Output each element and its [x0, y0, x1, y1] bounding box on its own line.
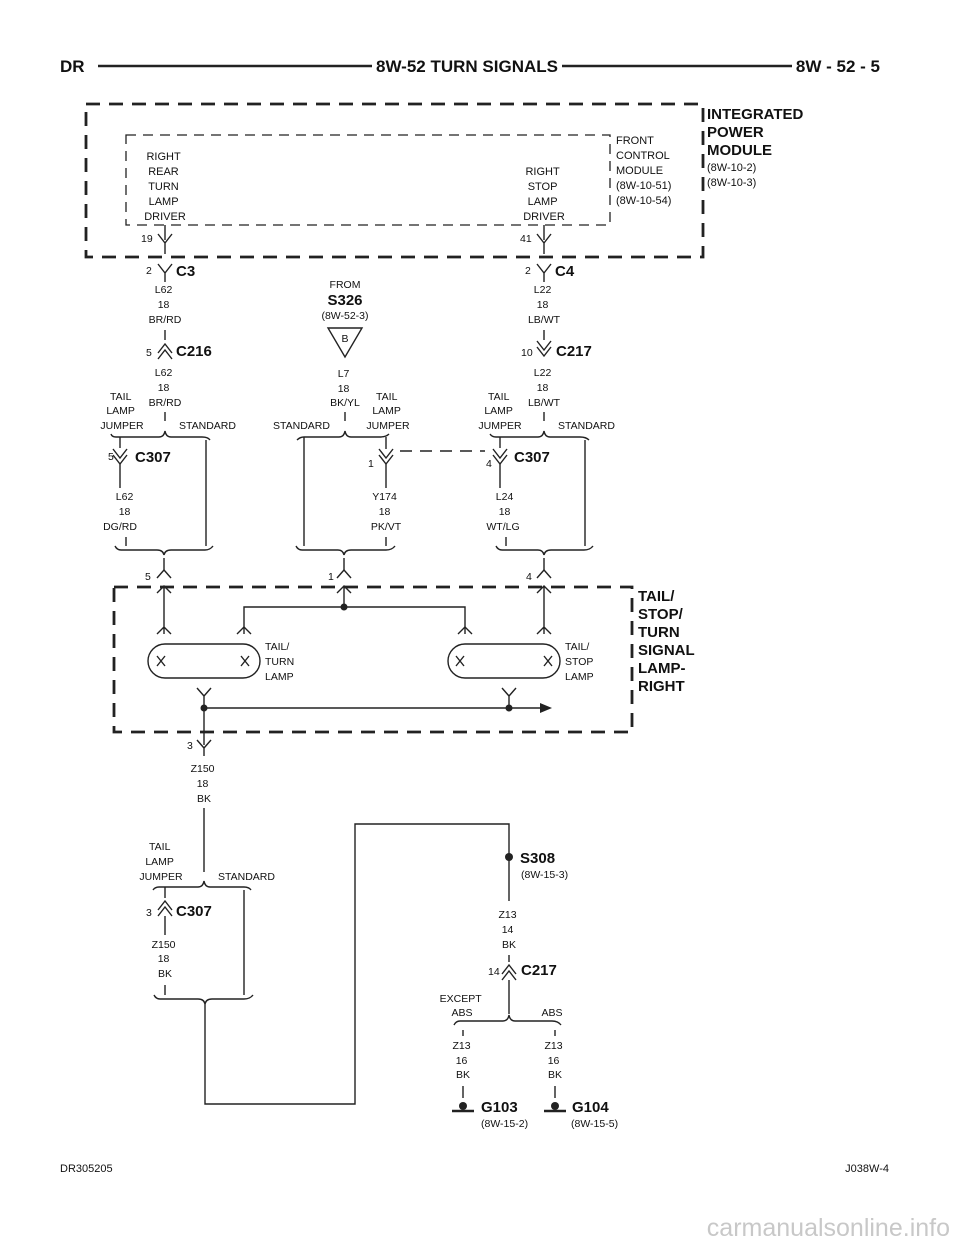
connector-terminal [536, 263, 552, 282]
ground-g104-icon [544, 1102, 566, 1113]
off-page-letter: B [341, 333, 348, 345]
pin-10-c217: 10 [521, 347, 533, 359]
right-rear-turn-driver-label: RIGHT REAR TURN LAMP DRIVER [144, 151, 186, 223]
pin-5-c307: 5 [108, 451, 114, 463]
off-page-connector [326, 327, 364, 359]
tail-turn-lamp [147, 643, 261, 679]
wire-l22-label: L22 18 LB/WT [528, 367, 561, 409]
connector-terminal [112, 448, 128, 466]
connector-terminal [157, 263, 173, 282]
fcm-boundary [125, 134, 611, 226]
pin-4-c307: 4 [486, 458, 492, 470]
wire-z150-label: Z150 18 BK [152, 939, 179, 980]
ground-g103-ref: (8W-15-2) [481, 1118, 528, 1130]
wire-z13-label: Z13 16 BK [544, 1040, 565, 1081]
connector-terminal [378, 448, 394, 466]
ground-g104: G104 [572, 1099, 609, 1116]
wire-l62-label: L62 18 BR/RD [149, 367, 182, 409]
right-stop-driver-label: RIGHT STOP LAMP DRIVER [523, 166, 565, 223]
wire-y174-label: Y174 18 PK/VT [371, 491, 402, 533]
connector-c4: C4 [555, 263, 575, 280]
connector-c307-a: C307 [135, 449, 171, 466]
pin-19: 19 [141, 233, 153, 245]
connector-terminal [157, 899, 173, 917]
header-left: DR [60, 57, 85, 76]
pin-2-c4: 2 [525, 265, 531, 277]
wire-z13-label: Z13 16 BK [452, 1040, 473, 1081]
connector-c307-b: C307 [514, 449, 550, 466]
option-tail-lamp-jumper: TAIL LAMP JUMPER [478, 391, 522, 432]
connector-terminal [536, 233, 552, 254]
from-label: FROM [330, 279, 361, 291]
connector-terminal [501, 963, 517, 981]
fcm-label: FRONT CONTROL MODULE (8W-10-51) (8W-10-5… [616, 135, 675, 207]
pin-4-lamp: 4 [526, 571, 532, 583]
connector-c216: C216 [176, 343, 212, 360]
ipm-refs: (8W-10-2) (8W-10-3) [707, 162, 759, 189]
footer-right: J038W-4 [845, 1163, 889, 1175]
option-abs: ABS [541, 1007, 562, 1019]
wire-l22-label: L22 18 LB/WT [528, 284, 561, 326]
option-tail-lamp-jumper: TAIL LAMP JUMPER [366, 391, 410, 432]
connector-terminal [157, 233, 173, 254]
tail-stop-lamp [447, 643, 561, 679]
wire-z150-label: Z150 18 BK [191, 763, 218, 805]
ipm-boundary [84, 102, 705, 259]
lamp-assembly-title: TAIL/ STOP/ TURN SIGNAL LAMP- RIGHT [638, 588, 699, 695]
tail-turn-lamp-label: TAIL/ TURN LAMP [265, 641, 297, 683]
wire-l7-label: L7 18 BK/YL [330, 368, 360, 409]
splice-s308: S308 [520, 850, 555, 867]
wire-l62-label: L62 18 BR/RD [149, 284, 182, 326]
wire-l24-label: L24 18 WT/LG [486, 491, 519, 533]
pin-1-c307: 1 [368, 458, 374, 470]
option-except-abs: EXCEPT ABS [440, 993, 485, 1019]
splice-s326-ref: (8W-52-3) [321, 310, 368, 322]
connector-c307-c: C307 [176, 903, 212, 920]
option-tail-lamp-jumper: TAIL LAMP JUMPER [139, 841, 183, 883]
pin-5-lamp: 5 [145, 571, 151, 583]
pin-3-c307: 3 [146, 907, 152, 919]
pin-2-c3: 2 [146, 265, 152, 277]
pin-1-lamp: 1 [328, 571, 334, 583]
connector-c217-b: C217 [521, 962, 557, 979]
pin-3-lamp: 3 [187, 740, 193, 752]
connector-terminal [492, 448, 508, 466]
connector-terminal [157, 342, 173, 360]
connector-c217-a: C217 [556, 343, 592, 360]
pin-5-c216: 5 [146, 347, 152, 359]
footer-left: DR305205 [60, 1163, 113, 1175]
option-standard: STANDARD [558, 420, 615, 432]
option-standard: STANDARD [218, 871, 275, 883]
ground-g103-icon [452, 1102, 474, 1113]
lamp-assembly-boundary [112, 585, 634, 734]
pin-14-c217: 14 [488, 966, 500, 978]
connector-c3: C3 [176, 263, 195, 280]
splice-s326: S326 [327, 292, 362, 309]
option-standard: STANDARD [179, 420, 236, 432]
page-title: 8W-52 TURN SIGNALS [376, 57, 558, 76]
ipm-title: INTEGRATED POWER MODULE [707, 106, 808, 159]
option-tail-lamp-jumper: TAIL LAMP JUMPER [100, 391, 144, 432]
pin-41: 41 [520, 233, 532, 245]
connector-terminal [536, 340, 552, 358]
tail-stop-lamp-label: TAIL/ STOP LAMP [565, 641, 596, 683]
page-number: 8W - 52 - 5 [796, 57, 880, 76]
watermark: carmanualsonline.info [707, 1214, 950, 1242]
option-standard: STANDARD [273, 420, 330, 432]
ground-g103: G103 [481, 1099, 518, 1116]
splice-s308-ref: (8W-15-3) [521, 869, 568, 881]
splice-s308-dot [505, 853, 513, 861]
wire-z13-label: Z13 14 BK [498, 909, 519, 951]
ground-g104-ref: (8W-15-5) [571, 1118, 618, 1130]
wire-l62-dgrd-label: L62 18 DG/RD [103, 491, 137, 533]
